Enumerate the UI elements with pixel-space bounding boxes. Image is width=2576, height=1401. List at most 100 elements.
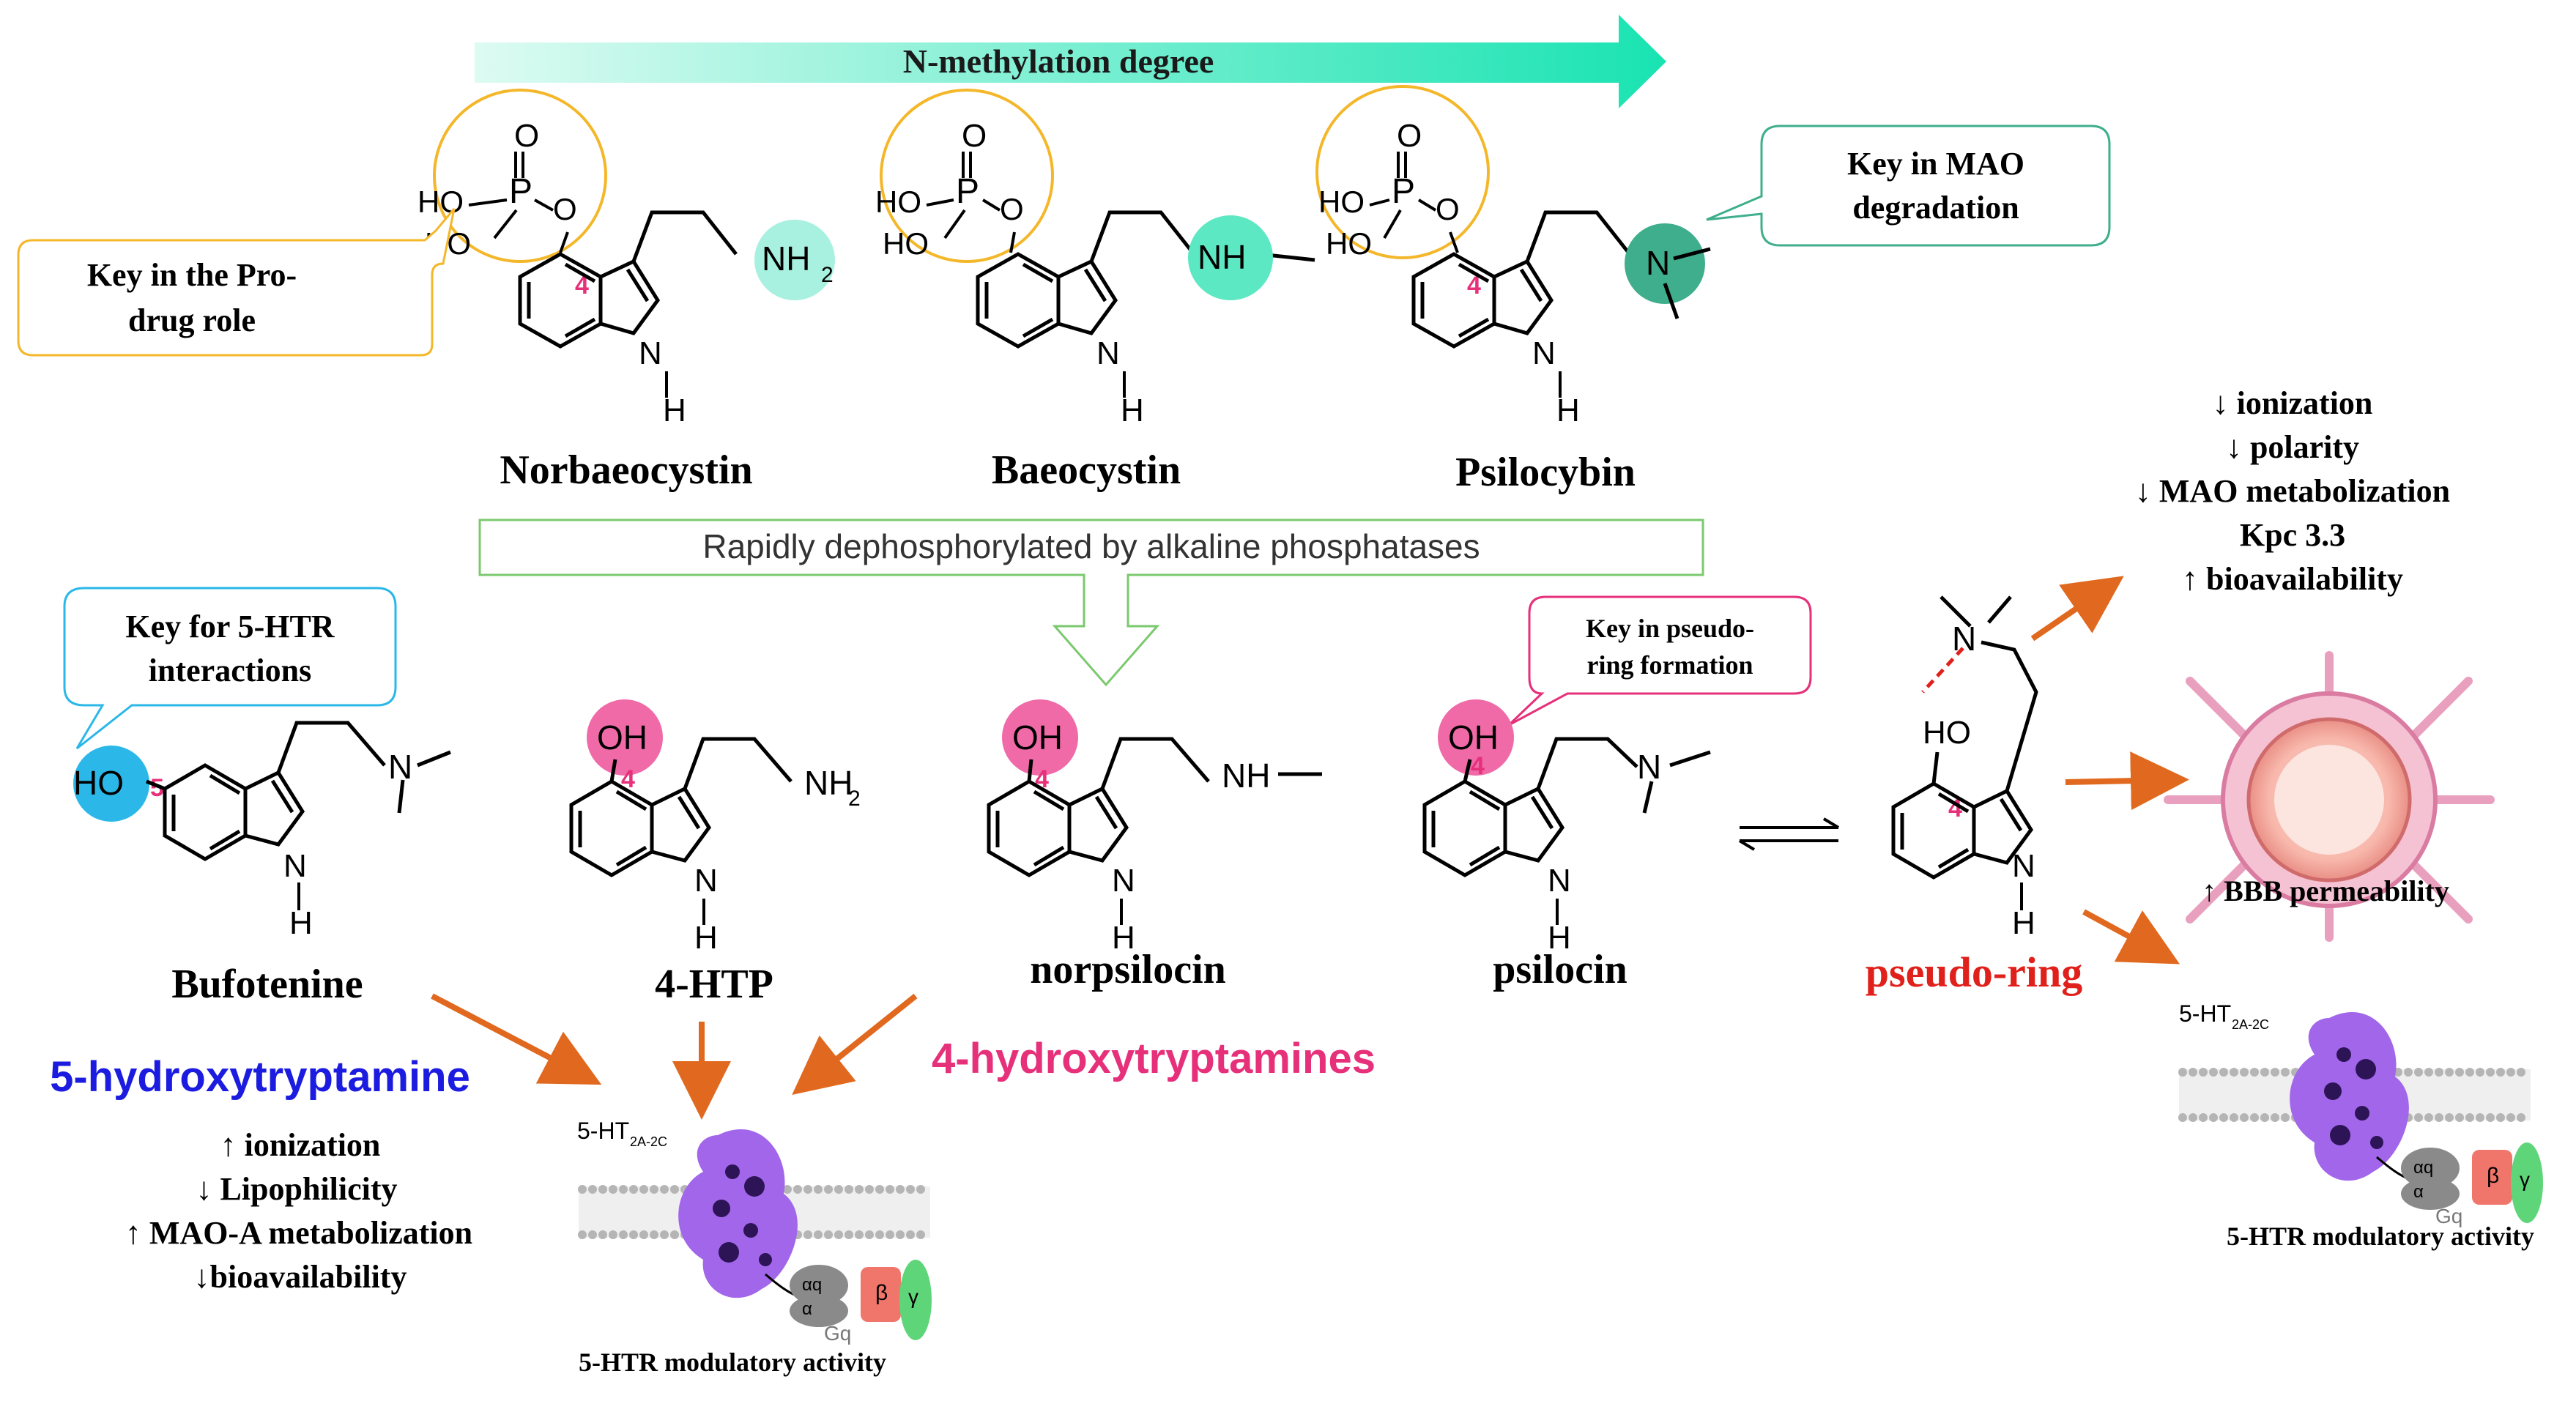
lipid-head bbox=[670, 1230, 679, 1239]
lipid-head bbox=[803, 1230, 812, 1239]
lipid-head bbox=[814, 1230, 823, 1239]
svg-text:↓ MAO metabolization: ↓ MAO metabolization bbox=[2135, 473, 2450, 509]
lipid-head bbox=[670, 1185, 679, 1194]
lipid-head bbox=[2209, 1068, 2218, 1077]
lipid-head bbox=[588, 1230, 597, 1239]
lipid-head bbox=[2404, 1068, 2413, 1077]
svg-text:N: N bbox=[1548, 863, 1571, 899]
lipid-head bbox=[2219, 1113, 2228, 1122]
lipid-head bbox=[2260, 1068, 2269, 1077]
lipid-head bbox=[619, 1230, 628, 1239]
indole-ring bbox=[1411, 210, 1631, 349]
svg-text:αq: αq bbox=[802, 1275, 822, 1295]
lipid-head bbox=[578, 1230, 587, 1239]
svg-text:N: N bbox=[1637, 748, 1661, 786]
svg-text:H: H bbox=[289, 905, 313, 941]
lipid-head bbox=[650, 1185, 658, 1194]
lipid-head bbox=[875, 1230, 884, 1239]
svg-text:H: H bbox=[694, 920, 718, 956]
lipid-head bbox=[886, 1185, 894, 1194]
lipid-head bbox=[834, 1185, 843, 1194]
svg-text:5: 5 bbox=[150, 774, 164, 802]
lipid-head bbox=[916, 1230, 925, 1239]
indole-ring bbox=[518, 210, 738, 349]
receptor-center-caption: 5-HTR modulatory activity bbox=[579, 1348, 886, 1377]
lipid-head bbox=[845, 1230, 853, 1239]
lipid-head bbox=[2465, 1113, 2474, 1122]
name-psilocybin: Psilocybin bbox=[1455, 450, 1636, 495]
svg-text:N: N bbox=[1096, 335, 1120, 371]
svg-text:N: N bbox=[2012, 848, 2035, 884]
lipid-head bbox=[2199, 1068, 2208, 1077]
svg-text:Gq: Gq bbox=[2435, 1205, 2462, 1227]
molecule-psilocin: OH 4 N N H bbox=[1422, 699, 1711, 956]
svg-text:2A-2C: 2A-2C bbox=[630, 1134, 667, 1149]
lipid-head bbox=[2271, 1068, 2279, 1077]
lipid-head bbox=[2250, 1113, 2259, 1122]
callout-prodrug-line2: drug role bbox=[128, 302, 256, 338]
molecule-pseudo-ring: HO 4 N N H bbox=[1891, 595, 2038, 941]
molecule-4-htp: OH 4 NH 2 N H bbox=[569, 699, 861, 956]
name-norbaeocystin: Norbaeocystin bbox=[500, 447, 752, 493]
svg-text:↑ ionization: ↑ ionization bbox=[220, 1127, 381, 1163]
bbb-vessel-graphic bbox=[2164, 651, 2495, 942]
lipid-head bbox=[2476, 1068, 2484, 1077]
lipid-head bbox=[2424, 1068, 2433, 1077]
callout-htr-line2: interactions bbox=[149, 653, 311, 688]
lipid-head bbox=[2240, 1113, 2249, 1122]
phosphate-group: O P HO HO O bbox=[1315, 85, 1490, 261]
equilibrium-arrows bbox=[1738, 817, 1840, 851]
callout-pseudo-line1: Key in pseudo- bbox=[1586, 614, 1754, 643]
svg-text:NH: NH bbox=[1198, 238, 1246, 276]
n-methylation-arrow: N-methylation degree bbox=[475, 15, 1666, 108]
receptor-right: αq α β γ Gq 5-HT 2A-2C bbox=[2178, 1000, 2543, 1227]
lipid-head bbox=[2189, 1068, 2197, 1077]
svg-text:N: N bbox=[1646, 244, 1670, 282]
lipid-head bbox=[2250, 1068, 2259, 1077]
svg-text:O: O bbox=[1436, 192, 1460, 226]
svg-text:H: H bbox=[663, 393, 686, 428]
callout-mao-line2: degradation bbox=[1852, 190, 2019, 226]
svg-text:↓ ionization: ↓ ionization bbox=[2213, 385, 2373, 421]
arrow-bufotenine-receptor bbox=[431, 993, 602, 1085]
svg-text:N: N bbox=[639, 335, 662, 371]
svg-text:↓ polarity: ↓ polarity bbox=[2226, 429, 2359, 465]
lipid-head bbox=[2486, 1113, 2495, 1122]
svg-text:HO: HO bbox=[417, 185, 464, 219]
molecule-norbaeocystin: O P HO HO O 4 NH 2 N H bbox=[417, 89, 835, 428]
lipid-head bbox=[814, 1185, 823, 1194]
lipid-head bbox=[2240, 1068, 2249, 1077]
svg-text:Gq: Gq bbox=[824, 1322, 851, 1345]
lipid-head bbox=[2517, 1068, 2525, 1077]
lipid-head bbox=[2455, 1068, 2464, 1077]
svg-text:H: H bbox=[2012, 905, 2035, 941]
molecule-bufotenine: HO 5 N N H bbox=[73, 721, 451, 941]
lipid-head bbox=[2281, 1068, 2290, 1077]
lipid-head bbox=[896, 1185, 905, 1194]
molecule-norpsilocin: OH 4 NH N H bbox=[987, 699, 1322, 956]
svg-text:H: H bbox=[1121, 393, 1144, 428]
name-bufotenine: Bufotenine bbox=[171, 962, 363, 1007]
indole-ring bbox=[976, 210, 1315, 349]
svg-text:↓ Lipophilicity: ↓ Lipophilicity bbox=[196, 1171, 397, 1207]
class-4-hydroxytryptamines: 4-hydroxytryptamines bbox=[932, 1035, 1376, 1082]
dephosphorylation-label: Rapidly dephosphorylated by alkaline pho… bbox=[702, 527, 1480, 565]
lipid-head bbox=[906, 1185, 915, 1194]
svg-text:2: 2 bbox=[848, 787, 861, 811]
lipid-head bbox=[2445, 1113, 2454, 1122]
svg-text:P: P bbox=[1392, 172, 1415, 211]
svg-text:OH: OH bbox=[1012, 718, 1063, 757]
svg-text:OH: OH bbox=[1448, 718, 1499, 757]
name-baeocystin: Baeocystin bbox=[992, 447, 1181, 493]
lipid-head bbox=[660, 1230, 669, 1239]
svg-text:N: N bbox=[1532, 335, 1556, 371]
lipid-head bbox=[650, 1230, 658, 1239]
lipid-head bbox=[639, 1230, 648, 1239]
svg-text:O: O bbox=[514, 118, 539, 154]
callout-mao-line1: Key in MAO bbox=[1847, 146, 2024, 182]
props-pseudo-ring: ↓ ionization ↓ polarity ↓ MAO metaboliza… bbox=[2135, 385, 2450, 597]
name-norpsilocin: norpsilocin bbox=[1030, 947, 1226, 992]
lipid-head bbox=[2209, 1113, 2218, 1122]
svg-text:4: 4 bbox=[621, 765, 635, 793]
lipid-head bbox=[2271, 1113, 2279, 1122]
